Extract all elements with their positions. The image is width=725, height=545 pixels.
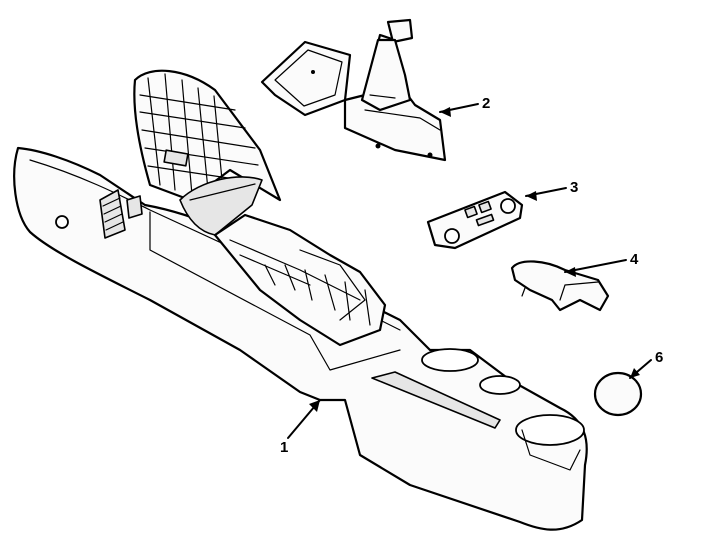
callout-1: 1 [280, 439, 288, 456]
callout-2: 2 [482, 95, 490, 112]
callout-4: 4 [630, 251, 639, 268]
side-vent-grille [99, 189, 143, 239]
cup-holders [421, 348, 585, 471]
storage-opening [179, 176, 263, 236]
console-slot [371, 371, 501, 429]
trim-cover [510, 260, 610, 312]
round-cap [593, 371, 643, 417]
rear-grid-panel [133, 69, 282, 202]
climate-control-panel [426, 190, 524, 250]
center-console-body [13, 69, 588, 531]
mounting-hole [55, 215, 69, 229]
shifter-tray [213, 213, 387, 347]
callout-3: 3 [570, 179, 578, 196]
shift-boot-trim [260, 18, 447, 162]
callout-6: 6 [655, 349, 663, 366]
